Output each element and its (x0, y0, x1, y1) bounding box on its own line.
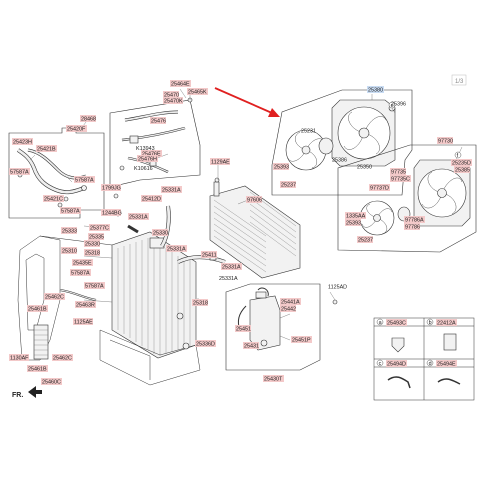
hose-group-middle (109, 97, 201, 188)
callout-letter-d: d (429, 361, 432, 367)
part-label: 97737D (370, 186, 389, 192)
part-label: 28468 (81, 117, 96, 123)
part-label: 25412D (142, 197, 161, 203)
part-label: 25441A (281, 300, 300, 306)
part-label: K13943 (136, 146, 155, 152)
part-label: 25461B (28, 307, 47, 313)
part-label: 25331A (222, 265, 241, 271)
part-label: 25463R (76, 303, 95, 309)
callout-letter-f: f (457, 153, 459, 159)
part-labels: 25464E 25465K 25470 25470K 28468 25420F … (9, 80, 472, 386)
part-label: 25393 (346, 221, 361, 227)
part-label: 25377C (90, 226, 109, 232)
part-label: 25431 (244, 344, 259, 350)
part-label: 57587A (85, 284, 104, 290)
part-label: 25470 (164, 93, 179, 99)
page-indicator: 1/3 (455, 79, 464, 85)
part-label: 25331A (162, 188, 181, 194)
condenser (209, 177, 301, 279)
fr-direction-indicator: FR. (12, 386, 42, 399)
part-label: K10616 (134, 166, 153, 172)
radiator (111, 231, 197, 359)
part-label: 25476E (142, 152, 161, 158)
part-label: 25423H (13, 140, 32, 146)
front-carrier (17, 235, 201, 386)
part-label: 22412A (437, 321, 456, 327)
part-label: 25235D (452, 161, 471, 167)
red-callout-arrow (214, 87, 280, 117)
part-label: 25386 (332, 158, 347, 164)
part-label: 97606 (247, 198, 262, 204)
callout-letter-c: c (379, 361, 382, 367)
part-label: 25330 (85, 242, 100, 248)
reservoir-group (225, 283, 338, 371)
part-label: 25331A (219, 276, 238, 282)
part-label: 25331A (129, 215, 148, 221)
part-label: 25331A (167, 247, 186, 253)
part-label: 25336D (196, 342, 215, 348)
part-label: 25310 (62, 249, 77, 255)
part-label: 1125AE (74, 320, 93, 326)
callout-letter-a: a (379, 320, 382, 326)
callout-letter-b: b (429, 320, 432, 326)
callout-letter-e: e (391, 103, 394, 109)
part-label: 97735 (391, 170, 406, 176)
part-label: 25461B (28, 367, 47, 373)
part-label: 25335 (89, 235, 104, 241)
part-label: 97730 (438, 139, 453, 145)
part-label: 25451P (292, 338, 311, 344)
fr-label: FR. (12, 392, 23, 399)
part-label: 57587A (61, 209, 80, 215)
part-label: 25350 (357, 165, 372, 171)
part-label: 25231 (301, 129, 316, 135)
part-label: 25396 (391, 102, 406, 108)
part-label: 25318 (85, 251, 100, 257)
part-label: 97786 (405, 225, 420, 231)
part-label: 25442 (281, 307, 296, 313)
part-label: 25237 (281, 183, 296, 189)
part-label: 25420F (67, 127, 86, 133)
part-label: 25462C (45, 295, 64, 301)
part-label: 25451 (236, 327, 251, 333)
part-label: 1244BG (102, 211, 122, 217)
part-label: 25476 (151, 119, 166, 125)
part-label: 25493C (387, 321, 406, 327)
part-label: 1335AA (346, 214, 366, 220)
part-label: 25385 (455, 168, 470, 174)
part-label: 25435E (73, 261, 92, 267)
part-label: 57587A (71, 271, 90, 277)
fan-shroud-group-1 (271, 89, 413, 196)
part-label: 25430T (264, 377, 283, 383)
part-label: 25465K (188, 90, 207, 96)
callout-letters: a b c d e f (376, 101, 462, 367)
part-label: 1125AD (328, 285, 347, 291)
part-label: 1129AE (211, 160, 230, 166)
part-label: 25380 (368, 88, 383, 94)
part-label: 25464E (171, 82, 190, 88)
part-label: 25421B (37, 147, 56, 153)
part-label: 25462C (53, 356, 72, 362)
part-label: 25333 (62, 229, 77, 235)
part-label: 97735C (391, 177, 410, 183)
part-label: 25494E (437, 362, 456, 368)
page-indicator-box (451, 74, 467, 86)
part-label: 25476H (138, 157, 157, 163)
part-label: 25237 (358, 238, 373, 244)
part-label: 25318 (193, 301, 208, 307)
part-label: 25421C (44, 197, 63, 203)
part-label: 25470K (164, 99, 183, 105)
part-label: 1130AF (10, 356, 29, 362)
part-label: 57587A (10, 170, 29, 176)
part-label: 1799JG (102, 186, 121, 192)
part-label: 25494D (387, 362, 406, 368)
part-label: 25330 (153, 231, 168, 237)
part-label: 25411 (202, 253, 217, 259)
part-label: 25393 (274, 165, 289, 171)
clips-table (373, 317, 475, 401)
part-label: 97786A (405, 218, 424, 224)
fan-shroud-group-2 (337, 144, 477, 253)
part-label: 57587A (75, 178, 94, 184)
part-label: 25460C (42, 380, 61, 386)
